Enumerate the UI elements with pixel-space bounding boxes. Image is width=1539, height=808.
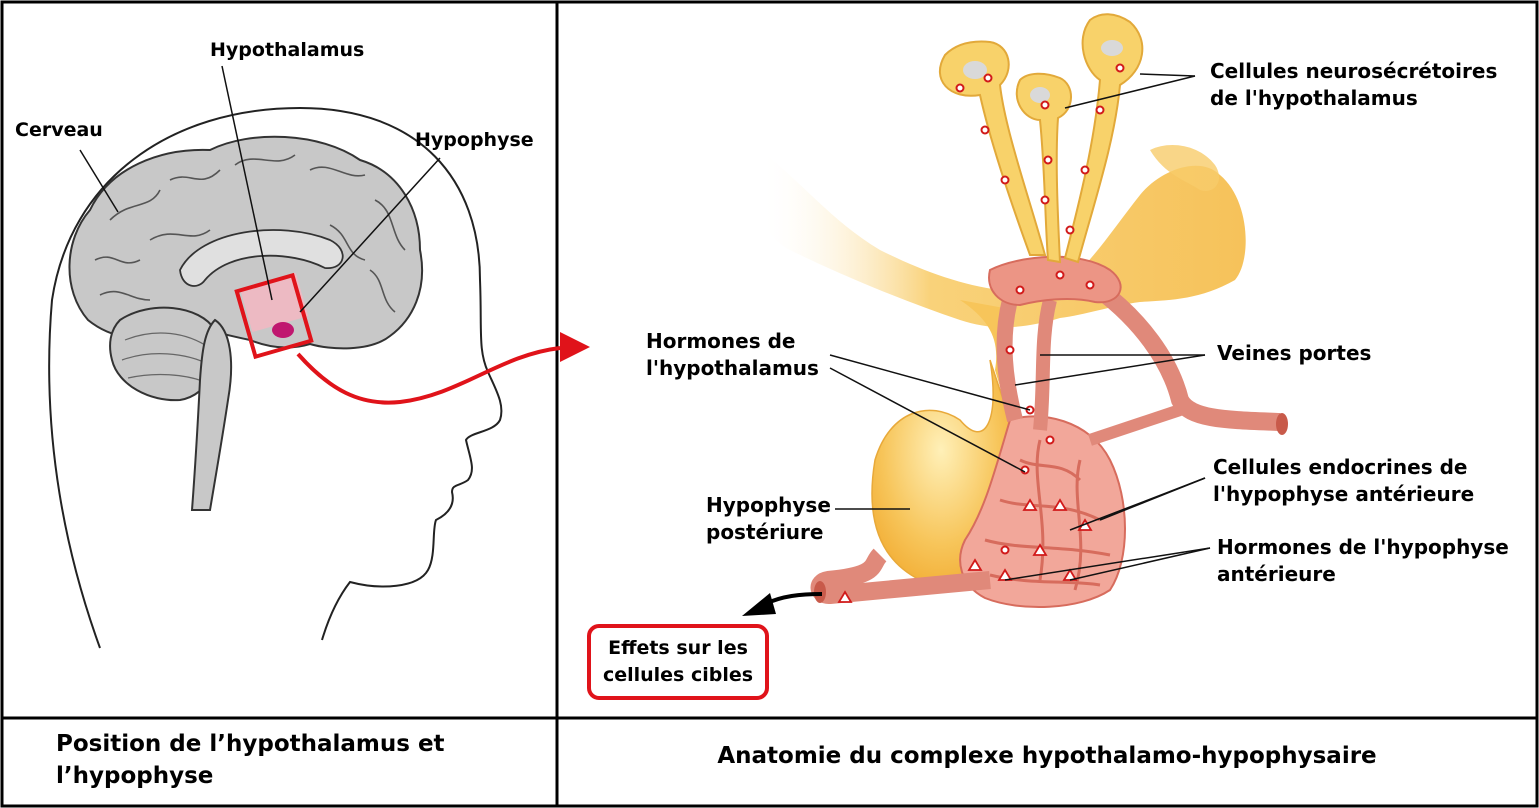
effects-on-target-cells-box: Effets sur les cellules cibles (587, 624, 769, 700)
label-hypothalamic-hormones-line1: Hormones de (646, 329, 796, 353)
label-anterior-hormones-line1: Hormones de l'hypophyse (1217, 535, 1509, 559)
label-posterior-pituitary-line1: Hypophyse (706, 493, 831, 517)
label-neurosecretory-line2: de l'hypothalamus (1210, 86, 1418, 110)
label-posterior-pituitary: Hypophyse postériure (706, 492, 831, 546)
left-leader-lines (79, 65, 441, 313)
neurosecretory-cells (939, 13, 1144, 264)
label-endocrine-cells: Cellules endocrines de l'hypophyse antér… (1213, 454, 1474, 508)
caption-left-line2: l’hypophyse (56, 763, 214, 790)
brain-illustration (68, 135, 424, 511)
head-illustration (48, 106, 503, 649)
label-endocrine-cells-line1: Cellules endocrines de (1213, 455, 1468, 479)
label-cerveau: Cerveau (15, 119, 103, 141)
right-leader-lines (829, 73, 1211, 581)
label-endocrine-cells-line2: l'hypophyse antérieure (1213, 482, 1475, 506)
label-hypothalamic-hormones-line2: l'hypothalamus (646, 356, 819, 380)
effects-line2: cellules cibles (602, 664, 754, 686)
label-anterior-hormones-line2: antérieure (1217, 562, 1336, 586)
portal-vessels (810, 255, 1288, 604)
caption-right: Anatomie du complexe hypothalamo-hypophy… (717, 743, 1377, 769)
connection-arrow (296, 332, 590, 405)
caption-left: Position de l’hypothalamus et l’hypophys… (56, 728, 536, 792)
label-hypothalamic-hormones: Hormones de l'hypothalamus (646, 328, 819, 382)
pituitary-highlight (234, 272, 314, 360)
effects-arrow (742, 592, 823, 616)
label-neurosecretory-line1: Cellules neurosécrétoires (1210, 59, 1498, 83)
label-hypothalamus: Hypothalamus (210, 39, 365, 61)
effects-line1: Effets sur les (608, 637, 748, 660)
label-portal-veins: Veines portes (1217, 341, 1372, 365)
caption-left-line1: Position de l’hypothalamus et (56, 731, 445, 757)
hypothalamus-tissue (760, 145, 1246, 328)
anterior-hormone-triangles (837, 498, 1093, 603)
label-hypophyse: Hypophyse (415, 129, 534, 151)
label-anterior-hormones: Hormones de l'hypophyse antérieure (1217, 534, 1509, 588)
label-neurosecretory-cells: Cellules neurosécrétoires de l'hypothala… (1210, 58, 1497, 112)
hormone-markers (955, 63, 1125, 555)
label-posterior-pituitary-line2: postériure (706, 520, 824, 544)
